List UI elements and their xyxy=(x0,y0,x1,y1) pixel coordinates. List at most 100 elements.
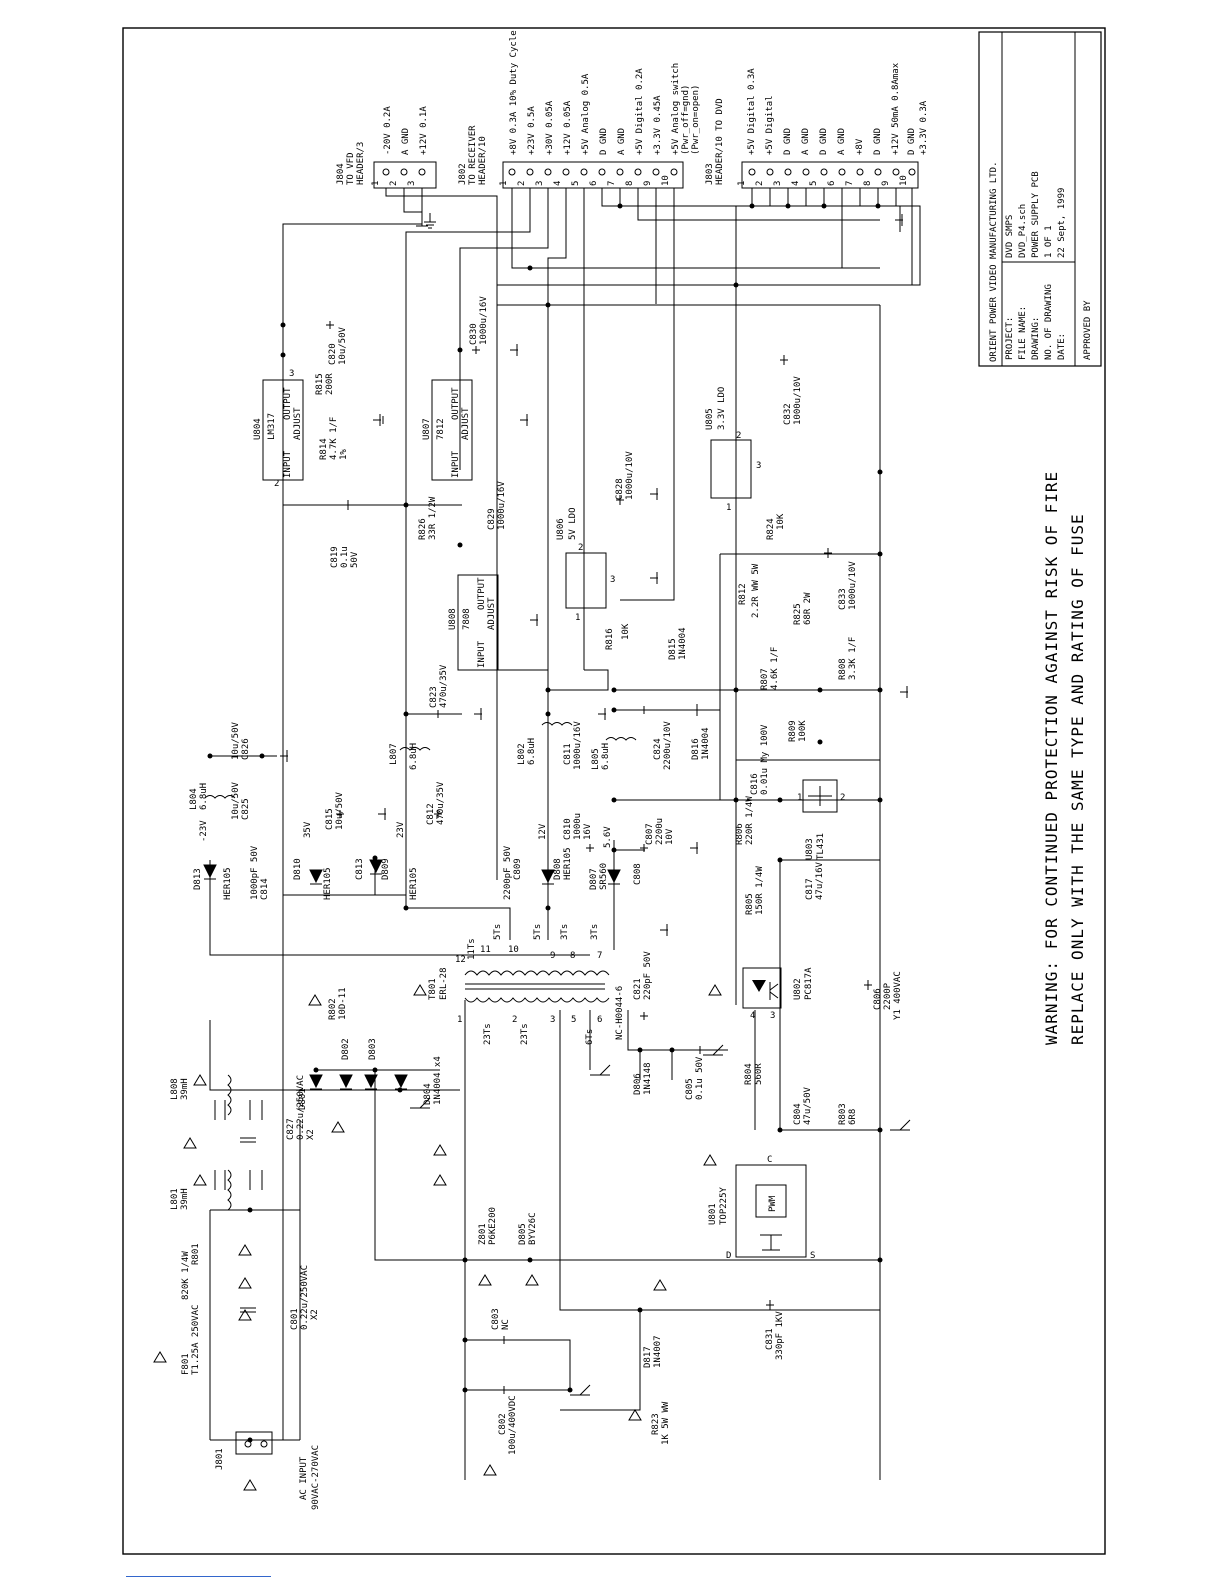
t801-ref: T801 xyxy=(428,978,438,1000)
r815-ref: R815 xyxy=(315,373,325,395)
d810-val: HER105 xyxy=(323,867,333,900)
t801-pin-9: 9 xyxy=(550,951,555,961)
j803-label-11: +3.3V 0.3A xyxy=(919,100,929,155)
j802-pin-10: 10 xyxy=(661,175,671,186)
field-value-date: 22 Sept, 1999 xyxy=(1057,188,1067,258)
c828-ref: C828 xyxy=(615,478,625,500)
c812-val: 470u/35V xyxy=(436,781,446,825)
l807-ref: L807 xyxy=(389,743,399,765)
d805-val: BYV26C xyxy=(528,1212,538,1245)
r801-val: 820K 1/4W xyxy=(181,1251,191,1300)
c812-ref: C812 xyxy=(426,803,436,825)
u806-ref: U806 xyxy=(556,518,566,540)
t801-winding-2: 23Ts xyxy=(520,1023,530,1045)
rail-labels: -23V 35V 23V 12V 5.6V xyxy=(199,820,613,848)
regulator-u808: U808 7808 INPUT OUTPUT ADJUST xyxy=(448,574,499,671)
transformer-t801: T801 ERL-28 NC-H0044-6 1 2 3 5 6 12 11 1… xyxy=(428,924,625,1045)
d817-val: 1N4007 xyxy=(653,1335,663,1368)
j801-desc: AC INPUT xyxy=(299,1456,309,1500)
title-block: ORIENT POWER VIDEO MANUFACTURING LTD. PR… xyxy=(978,31,1102,367)
c809-ref: C809 xyxy=(513,858,523,880)
c823-val: 470u/35V xyxy=(439,664,449,708)
j801-desc2: 90VAC-270VAC xyxy=(311,1445,321,1510)
u806-part: 5V LDO xyxy=(568,507,578,540)
r809-val: 100K xyxy=(798,720,808,742)
u806-p2: 2 xyxy=(578,543,583,553)
j802-pin-3: 3 xyxy=(535,181,545,186)
c832-val: 1000u/10V xyxy=(793,376,803,425)
d808-ref: D808 xyxy=(553,858,563,880)
c805-val: 0.1u 50V xyxy=(695,1056,705,1100)
c826-val: 10u/50V xyxy=(231,721,241,760)
u802-p4: 4 xyxy=(750,1011,755,1021)
r823-val: 1K 5W WW xyxy=(661,1401,671,1445)
t801-winding-6: 5Ts xyxy=(533,924,543,940)
l805-ref: L805 xyxy=(591,748,601,770)
j803-pin-4: 4 xyxy=(791,181,801,186)
u804-adj: ADJUST xyxy=(293,407,303,440)
u801-ref: U801 xyxy=(708,1203,718,1225)
t801-pin-10: 10 xyxy=(508,945,519,955)
d807-ref: D807 xyxy=(589,868,599,890)
j803-pin-2: 2 xyxy=(755,181,765,186)
c810-val2: 16V xyxy=(583,823,593,840)
d813-ref: D813 xyxy=(193,868,203,890)
t801-pin-6: 6 xyxy=(597,1015,602,1025)
d810-ref: D810 xyxy=(293,858,303,880)
t801-part: ERL-28 xyxy=(439,967,449,1000)
j803-label-9: +12V 50mA 0.8Amax xyxy=(891,62,901,155)
c825-val: 10u/50V xyxy=(231,781,241,820)
u804-p1: 2 xyxy=(274,479,279,489)
connector-j803: J803 HEADER/10 TO DVD 1 2 3 4 5 6 7 8 9 … xyxy=(705,62,929,189)
t801-winding-1: 23Ts xyxy=(483,1023,493,1045)
t801-winding-8: 3Ts xyxy=(590,924,600,940)
c827-val2: X2 xyxy=(306,1129,316,1140)
t801-winding-3: 6Ts xyxy=(585,1029,595,1045)
c833-ref: C833 xyxy=(838,588,848,610)
approved-by: APPROVED BY xyxy=(1083,300,1093,360)
r812-ref: R812 xyxy=(738,583,748,605)
j802-label-10: +5V Analog switch xyxy=(671,63,681,155)
r808-val: 3.3K 1/F xyxy=(848,637,858,680)
rail-12v: 12V xyxy=(538,823,548,840)
l807-val: 6.8uH xyxy=(409,743,419,770)
j803-label-3: D GND xyxy=(783,128,793,155)
c810-val: 1000u xyxy=(573,813,583,840)
c811-ref: C811 xyxy=(563,743,573,765)
field-value-number: 1 OF 1 xyxy=(1044,225,1054,258)
d806-val: 1N4148 xyxy=(643,1062,653,1095)
l804-ref: L804 xyxy=(189,788,199,810)
c806-val2: Y1 400VAC xyxy=(893,971,903,1020)
r825-ref: R825 xyxy=(793,603,803,625)
regulator-u807: U807 7812 INPUT OUTPUT ADJUST xyxy=(422,379,473,481)
j803-label-5: D GND xyxy=(819,128,829,155)
r816-ref: R816 xyxy=(605,628,615,650)
rail-23v: 23V xyxy=(396,821,406,838)
field-label-number: NO. OF DRAWING xyxy=(1044,284,1054,360)
j803-pin-7: 7 xyxy=(845,181,855,186)
r826-val: 33R 1/2W xyxy=(428,496,438,540)
r814-ref: R814 xyxy=(319,438,329,460)
d808-val: HER105 xyxy=(563,847,573,880)
u804-out: OUTPUT xyxy=(283,387,293,420)
t801-pin-3: 3 xyxy=(550,1015,555,1025)
field-label-project: PROJECT: xyxy=(1005,317,1015,360)
t801-pin-8: 8 xyxy=(570,951,575,961)
junctions xyxy=(207,203,883,1443)
fuse-warning-line1: WARNING: FOR CONTINUED PROTECTION AGAINS… xyxy=(1042,471,1061,1045)
u805-p2: 2 xyxy=(736,431,741,441)
c825-ref: C825 xyxy=(241,798,251,820)
c809-val: 2200pF 50V xyxy=(503,845,513,900)
j802-label-2: +23V 0.5A xyxy=(527,106,537,155)
j802-desc: TO RECEIVER xyxy=(468,125,478,185)
j802-label-3: +30V 0.05A xyxy=(545,100,555,155)
d807-val: SR560 xyxy=(599,863,609,890)
d816-val: 1N4004 xyxy=(701,727,711,760)
regulator-u805: U805 3.3V LDO 1 2 3 xyxy=(705,387,761,513)
c819-ref: C819 xyxy=(330,546,340,568)
rail-35v: 35V xyxy=(303,821,313,838)
u804-in: INPUT xyxy=(283,450,293,478)
j802-pin-9: 9 xyxy=(643,181,653,186)
r807-val: 4.6K 1/F xyxy=(770,647,780,690)
j802-label-7: A GND xyxy=(617,128,627,155)
